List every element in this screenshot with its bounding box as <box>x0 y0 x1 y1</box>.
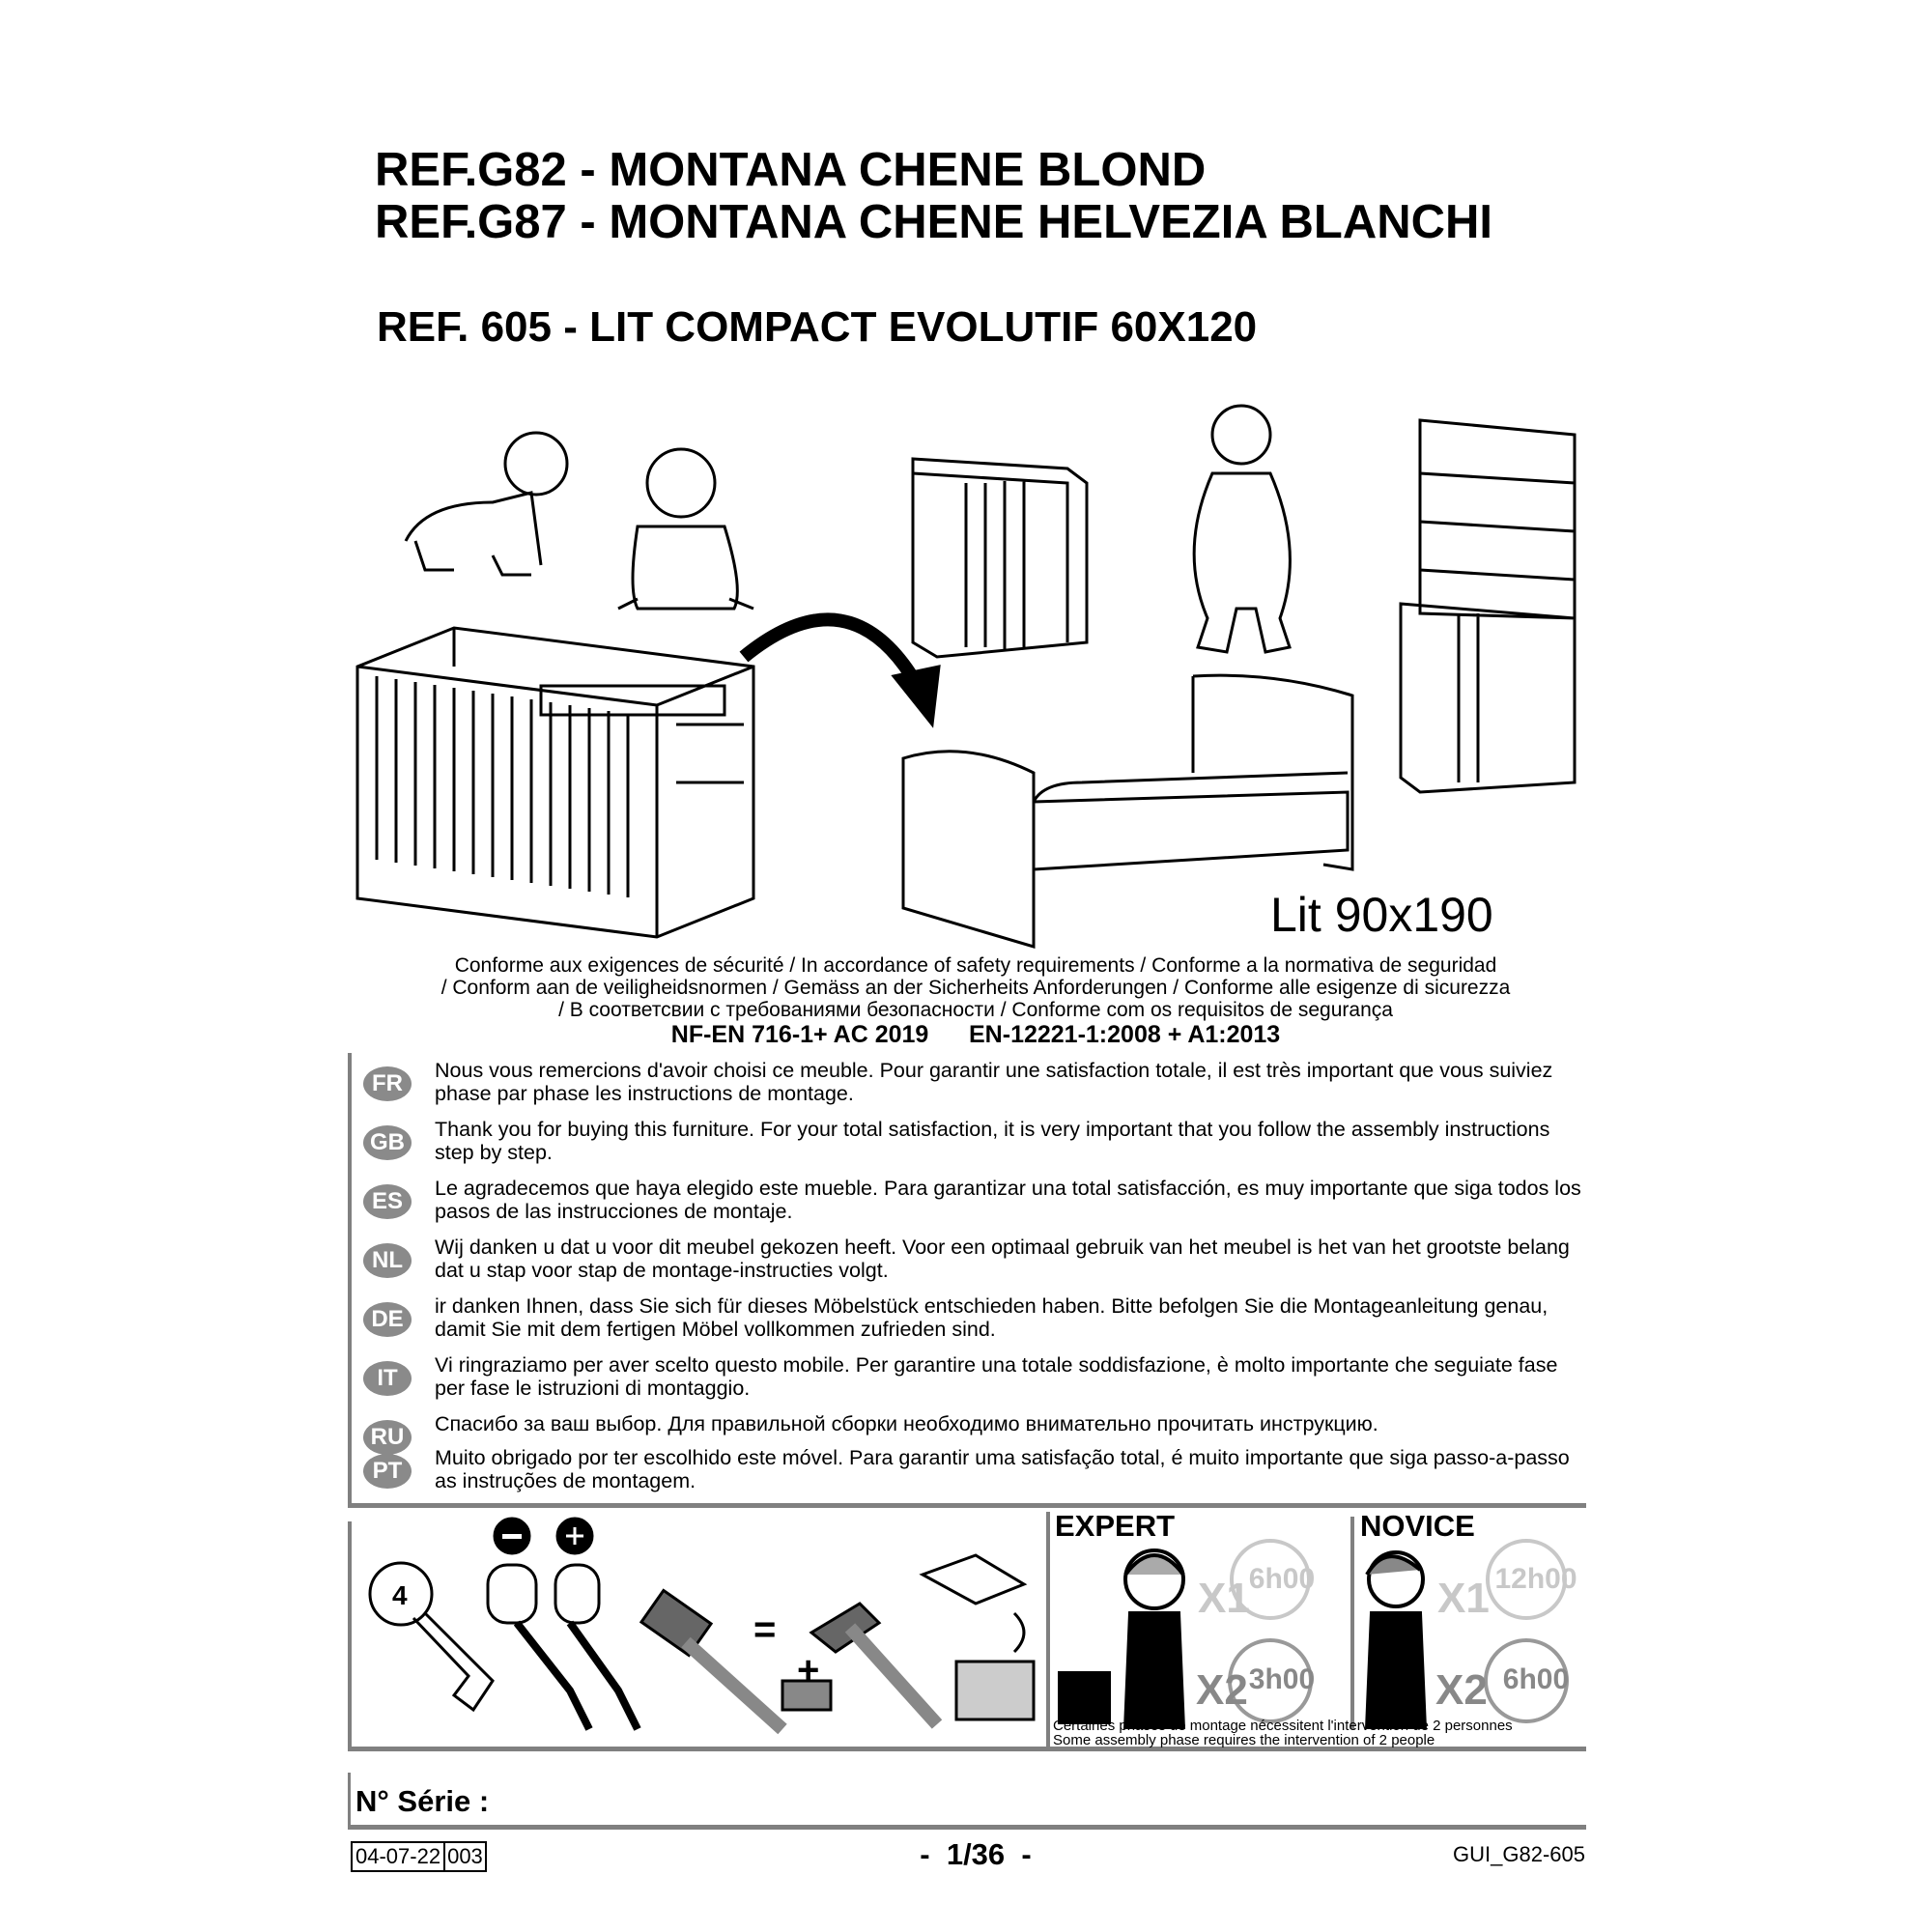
language-row-ru: RU Спасибо за ваш выбор. Для правильной с… <box>359 1412 1586 1468</box>
wardrobe-icon <box>911 457 1089 659</box>
novice-x1-time: 12h00 <box>1494 1563 1577 1595</box>
transform-arrow-icon <box>739 612 924 690</box>
hammer-icon <box>781 1602 943 1729</box>
novice-x2: X2 <box>1435 1666 1488 1714</box>
serial-number-label: N° Série : <box>355 1784 490 1818</box>
language-row-fr: FR Nous vous remercions d'avoir choisi ce… <box>359 1059 1586 1115</box>
novice-x2-time: 6h00 <box>1502 1663 1570 1695</box>
bookcase-icon <box>1399 418 1577 794</box>
hex-key-icon <box>368 1561 495 1713</box>
novice-x1: X1 <box>1437 1575 1490 1622</box>
expert-x1: X1 <box>1198 1575 1250 1622</box>
language-text: Nous vous remercions d'avoir choisi ce m… <box>435 1059 1553 1105</box>
language-badge: IT <box>363 1361 412 1396</box>
language-badge: FR <box>363 1066 412 1101</box>
expert-x1-time: 6h00 <box>1248 1563 1316 1595</box>
language-text: Vi ringraziamo per aver scelto questo mo… <box>435 1353 1558 1400</box>
page-number: - 1/36 - <box>920 1837 1032 1871</box>
language-text: ir danken Ihnen, dass Sie sich für diese… <box>435 1294 1548 1341</box>
crib-converted-icon <box>355 626 755 939</box>
conformity-line-2: / Conform aan de veiligheidsnormen / Gem… <box>440 977 1511 999</box>
conformity-line-1: Conforme aux exigences de sécurité / In … <box>454 954 1497 977</box>
language-row-gb: GB Thank you for buying this furniture. F… <box>359 1118 1586 1174</box>
language-badge: DE <box>363 1302 412 1337</box>
footer-version: 003 <box>447 1844 483 1868</box>
mallet-icon <box>639 1588 787 1735</box>
language-row-de: DE ir danken Ihnen, dass Sie sich für die… <box>359 1294 1586 1350</box>
expert-worker-icon <box>1122 1548 1186 1729</box>
language-badge: ES <box>363 1184 412 1219</box>
divider <box>348 1503 1586 1508</box>
bed-size-label: Lit 90x190 <box>1270 888 1493 942</box>
expert-x2-time: 3h00 <box>1248 1663 1316 1695</box>
novice-worker-icon <box>1364 1550 1428 1729</box>
plus-sign: + <box>797 1649 819 1691</box>
two-people-note-en: Some assembly phase requires the interve… <box>1053 1732 1435 1748</box>
conformity-line-3: / В соответсвии с требованиями безопасно… <box>558 999 1393 1021</box>
conformity-norms: NF-EN 716-1+ AC 2019 EN-12221-1:2008 + A… <box>670 1021 1281 1048</box>
toolbox-icon <box>1058 1671 1111 1724</box>
toddler-icon <box>1192 404 1292 654</box>
divider <box>348 1825 1586 1830</box>
stopwatch-icon <box>1230 1539 1567 1620</box>
language-text: Спасибо за ваш выбор. Для правильной сбо… <box>435 1412 1378 1435</box>
sitting-baby-icon <box>617 447 754 611</box>
language-text: Thank you for buying this furniture. For… <box>435 1118 1550 1164</box>
product-illustration <box>355 404 1577 950</box>
crawling-baby-icon <box>404 431 569 577</box>
language-row-es: ES Le agradecemos que haya elegido este m… <box>359 1177 1586 1233</box>
language-badge: GB <box>363 1125 412 1160</box>
language-badge: NL <box>363 1243 412 1278</box>
stopwatch-icon <box>1228 1638 1569 1723</box>
divider <box>348 1747 1586 1751</box>
language-row-it: IT Vi ringraziamo per aver scelto questo … <box>359 1353 1586 1409</box>
two-people-note-fr: Certaines phases de montage nécessitent … <box>1053 1718 1513 1734</box>
hex-key-size: 4 <box>392 1580 408 1610</box>
manual-folder-icon <box>919 1553 1036 1721</box>
footer-date: 04-07-22 <box>353 1843 446 1870</box>
expert-x2: X2 <box>1196 1666 1248 1714</box>
language-badge: RU <box>363 1420 412 1455</box>
language-row-nl: NL Wij danken u dat u voor dit meubel gek… <box>359 1236 1586 1292</box>
title-line-1: REF.G82 - MONTANA CHENE BLOND <box>375 144 1207 196</box>
language-text: Wij danken u dat u voor dit meubel gekoz… <box>435 1236 1570 1282</box>
footer-date-box: 04-07-22 003 <box>351 1841 487 1872</box>
equals-sign: = <box>753 1608 776 1651</box>
title-line-2: REF.G87 - MONTANA CHENE HELVEZIA BLANCHI <box>375 196 1492 248</box>
expert-label: EXPERT <box>1055 1509 1176 1543</box>
tools-illustration: 4 = + <box>368 1517 1036 1735</box>
language-text: Muito obrigado por ter escolhido este mó… <box>435 1446 1570 1492</box>
title-product: REF. 605 - LIT COMPACT EVOLUTIF 60X120 <box>377 303 1258 351</box>
language-row-pt: PT Muito obrigado por ter escolhido este … <box>359 1446 1586 1502</box>
single-bed-icon <box>901 673 1354 950</box>
document-code: GUI_G82-605 <box>1453 1842 1585 1866</box>
assembly-time-illustration <box>1058 1539 1569 1729</box>
novice-label: NOVICE <box>1360 1509 1475 1543</box>
language-badge: PT <box>363 1454 412 1489</box>
language-text: Le agradecemos que haya elegido este mue… <box>435 1177 1581 1223</box>
